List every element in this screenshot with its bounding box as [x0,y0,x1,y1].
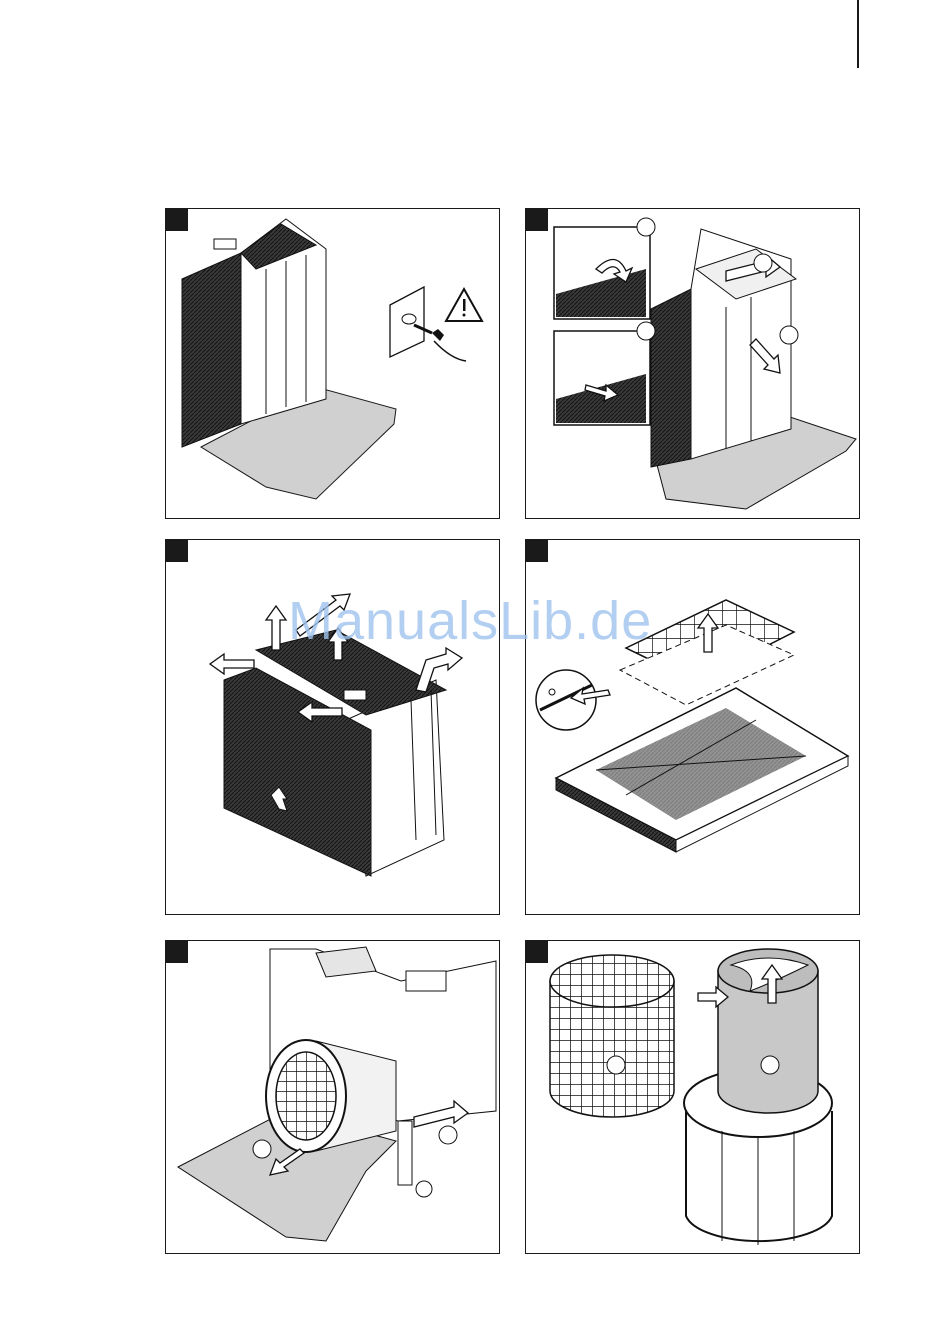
step-5-panel [165,940,500,1254]
page-edge-rule [857,0,859,68]
step-6-illustration [526,941,860,1254]
step-6-panel [525,940,860,1254]
frame-tray-icon [556,688,848,852]
step-2-marker [526,209,548,231]
step-2-panel [525,208,860,519]
step-5-illustration [166,941,500,1254]
step-2-illustration [526,209,860,519]
wall-socket-icon [390,287,424,357]
step-5-marker [166,941,188,963]
step-3-marker [166,540,188,562]
warning-icon [446,289,482,321]
step-1-panel [165,208,500,519]
step-1-marker [166,209,188,231]
step-4-marker [526,540,548,562]
detail-inset-icon [536,670,596,730]
step-6-marker [526,941,548,963]
step-1-illustration [166,209,500,519]
watermark: ManualsLib.de [288,590,652,652]
fan-drum-icon [266,1040,396,1152]
cylinder-cage-icon [550,955,674,1117]
